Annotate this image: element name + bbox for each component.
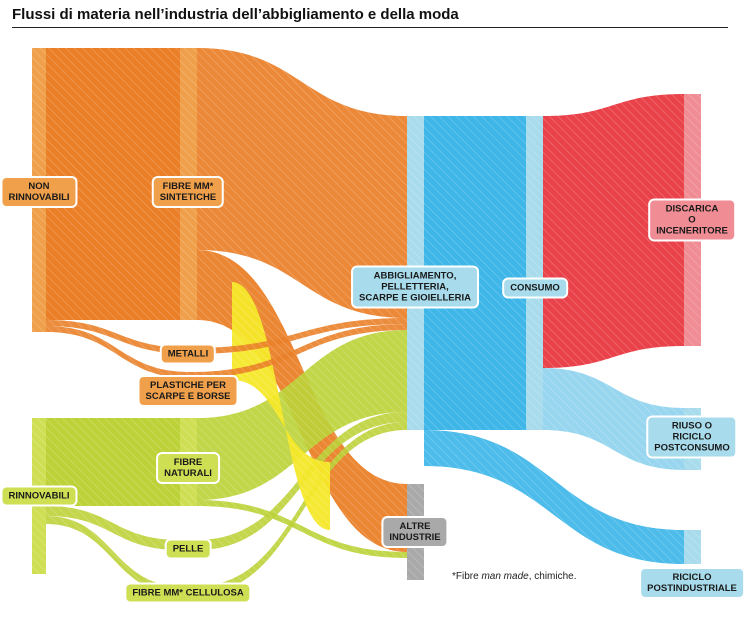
node-label-riuso: RIUSO O RICICLO POSTCONSUMO	[646, 415, 738, 459]
flow-rin-to-pelle	[46, 506, 180, 550]
node-label-rinnovabili: RINNOVABILI	[0, 485, 78, 507]
node-label-metalli: METALLI	[159, 343, 217, 365]
footnote-italic: man made	[481, 571, 529, 582]
node-label-fibre-sintetiche: FIBRE MM* SINTETICHE	[151, 176, 225, 208]
node-label-abbigliamento: ABBIGLIAMENTO, PELLETTERIA, SCARPE E GIO…	[351, 265, 479, 309]
flows-layer	[46, 48, 684, 594]
footnote-prefix: *Fibre	[452, 571, 482, 582]
footnote-suffix: , chimiche.	[528, 571, 577, 582]
node-label-riciclo-postindustriale: RICICLO POSTINDUSTRIALE	[639, 567, 745, 599]
node-label-altre-industrie: ALTRE INDUSTRIE	[381, 516, 449, 548]
footnote: *Fibre man made, chimiche.	[452, 571, 577, 582]
node-label-consumo: CONSUMO	[502, 277, 568, 299]
node-label-pelle: PELLE	[164, 538, 212, 560]
bar-consumo	[526, 116, 543, 430]
node-label-fibre-cellulosa: FIBRE MM* CELLULOSA	[124, 582, 252, 604]
bar-postindustriale	[684, 530, 701, 564]
node-label-non-rinnovabili: NON RINNOVABILI	[0, 176, 78, 208]
diagram-title: Flussi di materia nell’industria dell’ab…	[12, 6, 459, 23]
node-label-fibre-naturali: FIBRE NATURALI	[156, 452, 220, 484]
title-rule	[12, 27, 728, 28]
node-label-discarica: DISCARICA O INCENERITORE	[648, 198, 736, 242]
node-label-plastiche: PLASTICHE PER SCARPE E BORSE	[137, 375, 239, 407]
